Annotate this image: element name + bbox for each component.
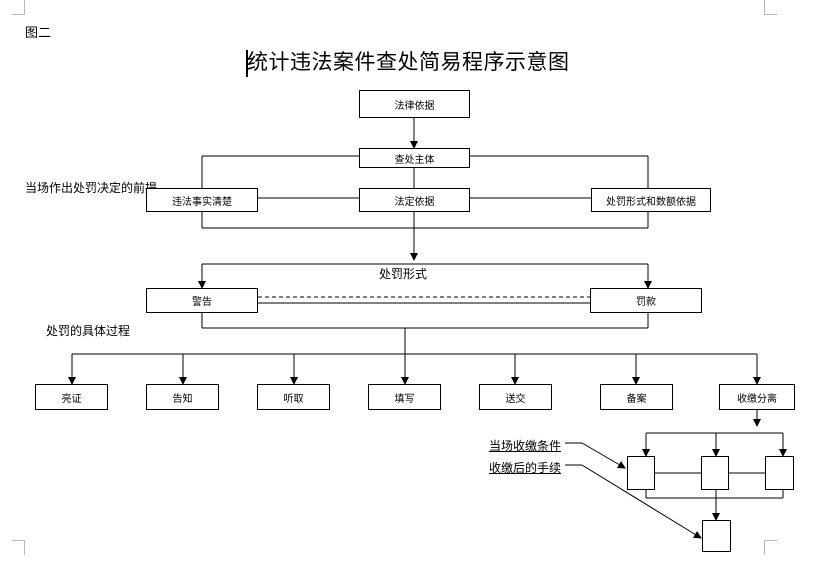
collection-box xyxy=(627,456,655,490)
note-penalty-form: 处罚形式 xyxy=(379,267,428,281)
page-corner-mark xyxy=(764,0,777,15)
text-cursor xyxy=(246,50,248,77)
node-facts-clear: 违法事实清楚 xyxy=(146,188,258,212)
page-corner-mark xyxy=(12,540,25,555)
step-box: 填写 xyxy=(368,384,441,410)
note-premise: 当场作出处罚决定的前提 xyxy=(25,181,158,195)
figure-label: 图二 xyxy=(25,26,52,41)
collection-box xyxy=(765,456,794,490)
step-box: 告知 xyxy=(146,384,219,410)
step-box: 备案 xyxy=(600,384,673,410)
note-process: 处罚的具体过程 xyxy=(46,324,131,338)
note-after-collect: 收缴后的手续 xyxy=(489,461,562,475)
node-warning: 警告 xyxy=(146,288,258,313)
page-corner-mark xyxy=(12,0,25,15)
collection-box xyxy=(701,456,729,490)
node-fine: 罚款 xyxy=(590,288,702,313)
note-collect-condition: 当场收缴条件 xyxy=(489,439,562,453)
step-box: 亮证 xyxy=(35,384,108,410)
node-investigating-body: 查处主体 xyxy=(359,148,470,168)
step-box: 收缴分离 xyxy=(719,384,795,410)
node-legal-basis: 法律依据 xyxy=(359,90,470,118)
page-corner-mark xyxy=(764,540,777,555)
node-legal-grounds: 法定依据 xyxy=(359,188,470,212)
step-box: 送交 xyxy=(479,384,552,410)
collection-final-box xyxy=(702,520,731,552)
step-box: 听取 xyxy=(257,384,330,410)
diagram-title: 统计违法案件查处简易程序示意图 xyxy=(247,50,570,74)
node-penalty-basis: 处罚形式和数额依据 xyxy=(591,188,711,212)
